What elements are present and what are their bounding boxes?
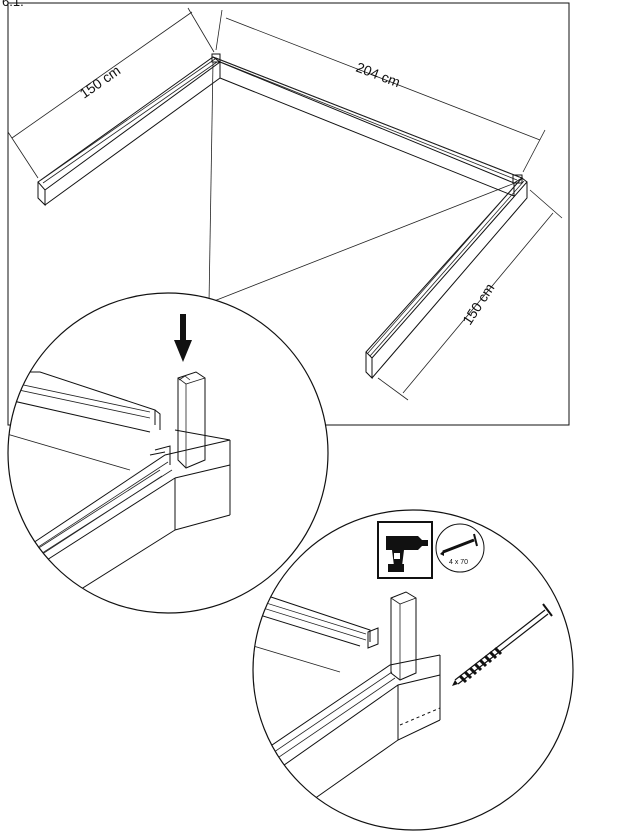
dimension-left: 150 cm: [7, 7, 215, 179]
arrow-down-icon: [174, 314, 192, 362]
detail-circle-1: [7, 292, 329, 614]
frame-overview: [37, 53, 528, 380]
dimension-back: 204 cm: [215, 9, 546, 173]
dimension-right-label: 150 cm: [459, 280, 497, 327]
drill-icon: [377, 521, 433, 579]
screw-detail-icon: [452, 603, 553, 686]
step-label: 6.1.: [2, 0, 24, 9]
screw-spec-label: 4 x 70: [449, 559, 468, 566]
screw-icon: 4 x 70: [435, 523, 485, 573]
dimension-right: 150 cm: [377, 189, 563, 401]
dimension-left-label: 150 cm: [77, 62, 124, 101]
dimension-back-label: 204 cm: [354, 59, 403, 90]
leader-line-right: [208, 182, 516, 304]
detail-circle-2: [252, 509, 574, 831]
leader-line-left: [208, 61, 214, 304]
